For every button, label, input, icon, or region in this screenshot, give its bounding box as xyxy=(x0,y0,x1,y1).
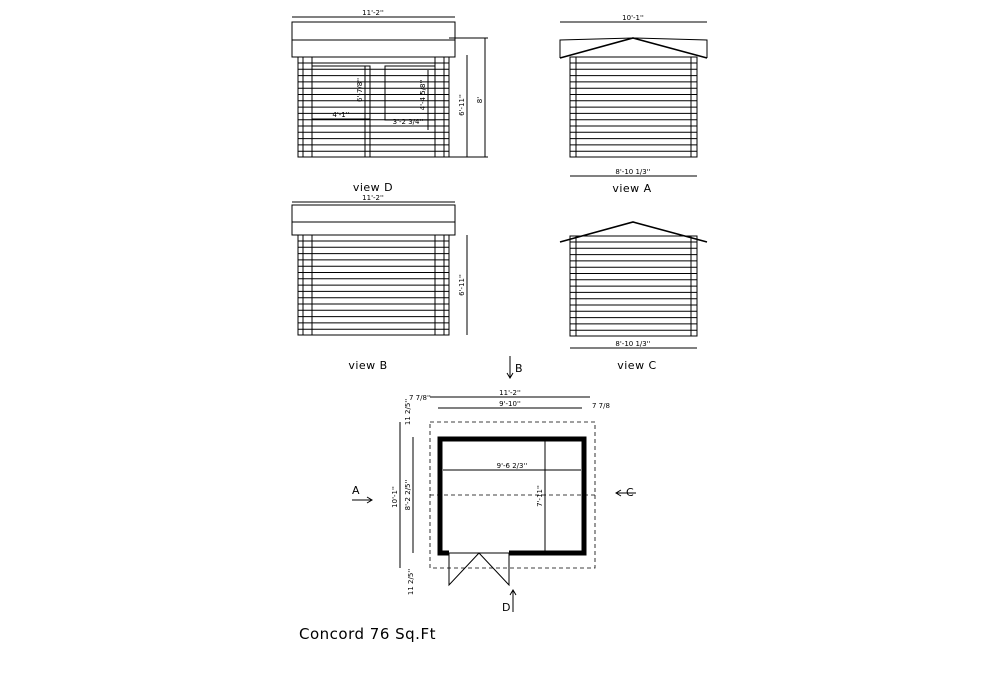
dim-interior-depth: 7'-11'' xyxy=(536,485,544,507)
dim-overhang-left: 7 7/8'' xyxy=(409,394,431,402)
dim-overhang-top: 11 2/5'' xyxy=(404,399,412,425)
dim-wall-height: 6'-11'' xyxy=(458,94,466,116)
dim-wall-height: 6'-11'' xyxy=(458,274,466,296)
dim-overall-width: 11'-2'' xyxy=(499,389,521,397)
view-c: 8'-10 1/3'' view C xyxy=(559,221,708,372)
view-b: 11'-2'' 6'-11'' view B xyxy=(291,194,468,372)
dim-wall-width: 8'-10 1/3'' xyxy=(615,168,650,176)
view-a: 10'-1'' 8'-10 1/3'' view A xyxy=(559,14,708,195)
drawing-title: Concord 76 Sq.Ft xyxy=(299,625,436,643)
view-c-label: view C xyxy=(617,359,657,372)
dim-wall-depth: 8'-2 2/5'' xyxy=(404,480,412,511)
door-opening xyxy=(311,65,371,158)
view-d: 11'-2'' 8' 6'-11'' 6'-7/8'' 4'-1'' 4'-4 … xyxy=(291,9,488,194)
dim-window-width: 3'-2 3/4'' xyxy=(393,118,424,126)
dim-overhang-bottom: 11 2/5'' xyxy=(407,569,415,595)
dim-overhang-right: 7 7/8 xyxy=(592,402,610,410)
dim-roof-width: 10'-1'' xyxy=(622,14,644,22)
dim-wall-width: 8'-10 1/3'' xyxy=(615,340,650,348)
view-b-label: view B xyxy=(348,359,387,372)
dim-overall-depth: 10'-1'' xyxy=(391,486,399,508)
window-opening xyxy=(384,65,436,121)
arrow-d-label: D xyxy=(502,601,511,614)
dim-door-height: 6'-7/8'' xyxy=(356,78,364,102)
dim-inner-width: 9'-10'' xyxy=(499,400,521,408)
arrow-b-label: B xyxy=(515,362,523,375)
view-d-label: view D xyxy=(353,181,393,194)
arrow-a-label: A xyxy=(352,484,360,497)
dim-interior-width: 9'-6 2/3'' xyxy=(497,462,528,470)
floor-plan: 7'-11'' 9'-6 2/3'' 11'-2'' 9'-10'' 7 7/8… xyxy=(352,356,636,614)
dim-window-height: 4'-4 5/8'' xyxy=(419,80,427,111)
dim-door-width: 4'-1'' xyxy=(332,111,349,119)
dim-height-total: 8' xyxy=(476,97,484,103)
dim-width: 11'-2'' xyxy=(362,9,384,17)
arrow-c-label: C xyxy=(626,486,634,499)
dim-width: 11'-2'' xyxy=(362,194,384,202)
view-a-label: view A xyxy=(612,182,651,195)
